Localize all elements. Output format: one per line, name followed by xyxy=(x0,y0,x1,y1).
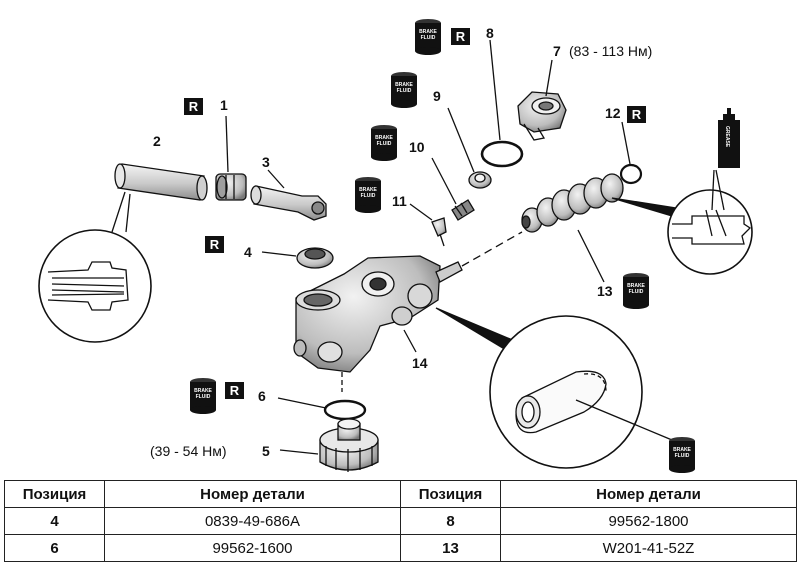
replace-badge-12: R xyxy=(627,106,646,123)
part-number-cell: 99562-1600 xyxy=(104,534,401,562)
part-number-table: Позиция Номер детали Позиция Номер детал… xyxy=(4,480,797,562)
washer-part-12 xyxy=(619,163,643,185)
column-header-part-number: Номер детали xyxy=(500,480,797,508)
callout-7: 7 xyxy=(553,43,561,59)
callout-3: 3 xyxy=(262,154,270,170)
callout-2: 2 xyxy=(153,133,161,149)
position-cell: 8 xyxy=(400,507,501,535)
callout-6: 6 xyxy=(258,388,266,404)
callout-14: 14 xyxy=(412,355,428,371)
table-header-row: Позиция Номер детали Позиция Номер детал… xyxy=(4,480,797,508)
part-number-cell: 99562-1800 xyxy=(500,507,797,535)
plug-part-7 xyxy=(517,91,567,141)
hose-connection-detail-circle xyxy=(38,229,152,343)
callout-12: 12 xyxy=(605,105,621,121)
callout-13: 13 xyxy=(597,283,613,299)
position-cell: 13 xyxy=(400,534,501,562)
replace-badge-1: R xyxy=(184,98,203,115)
cap-nut-part-5 xyxy=(319,418,379,472)
column-header-position: Позиция xyxy=(4,480,105,508)
valve-part-11 xyxy=(431,217,447,247)
table-row: 4 0839-49-686A 8 99562-1800 xyxy=(4,507,797,535)
callout-10: 10 xyxy=(409,139,425,155)
replace-badge-4: R xyxy=(205,236,224,253)
fitting-part-1 xyxy=(215,173,247,201)
exploded-parts-diagram xyxy=(38,39,753,472)
hose-part-2 xyxy=(114,163,208,201)
boot-part-13 xyxy=(521,173,624,233)
replace-badge-6: R xyxy=(225,382,244,399)
part-number-cell: 0839-49-686A xyxy=(104,507,401,535)
position-cell: 6 xyxy=(4,534,105,562)
callout-1: 1 xyxy=(220,97,228,113)
position-cell: 4 xyxy=(4,507,105,535)
column-header-position: Позиция xyxy=(400,480,501,508)
torque-spec-7: (83 - 113 Нм) xyxy=(569,43,653,59)
callout-4: 4 xyxy=(244,244,252,260)
valve-body-part-14 xyxy=(293,255,463,373)
leader-line-hose xyxy=(111,191,126,233)
replace-badge-8: R xyxy=(451,28,470,45)
o-ring-part-6 xyxy=(323,399,367,421)
callout-9: 9 xyxy=(433,88,441,104)
spring-part-10 xyxy=(451,199,475,221)
callout-5: 5 xyxy=(262,443,270,459)
callout-11: 11 xyxy=(392,193,407,209)
callout-8: 8 xyxy=(486,25,494,41)
piston-detail-circle xyxy=(489,315,673,469)
column-header-part-number: Номер детали xyxy=(104,480,401,508)
grease-icon: GREASE xyxy=(715,108,743,170)
part-number-cell: W201-41-52Z xyxy=(500,534,797,562)
o-ring-part-8 xyxy=(480,140,524,168)
grease-detail-circle xyxy=(667,169,753,275)
torque-spec-5: (39 - 54 Нм) xyxy=(150,443,227,459)
pipe-part-3 xyxy=(250,185,327,221)
table-row: 6 99562-1600 13 W201-41-52Z xyxy=(4,534,797,562)
